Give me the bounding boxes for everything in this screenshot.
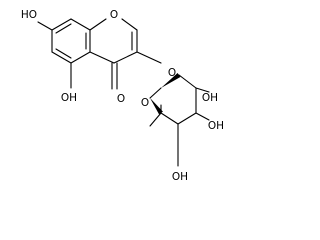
- chemical-structure-diagram: O HO OH O O O OH OH OH: [21, 9, 224, 183]
- atom-label-ring-oxygen-sugar: O: [141, 97, 149, 109]
- atom-label-hydroxyl-sugar-c4: OH: [172, 171, 188, 183]
- atom-label-glycosidic-oxygen: O: [168, 67, 176, 79]
- atom-label-hydroxyl-c5: OH: [61, 92, 77, 104]
- stereo-wedge-bonds: [150, 73, 181, 115]
- atom-label-hydroxyl-c7: HO: [21, 9, 37, 21]
- atom-label-carbonyl-oxygen: O: [117, 93, 125, 105]
- atom-label-ring-oxygen-chromone: O: [110, 9, 118, 21]
- bond-line: [89, 51, 115, 64]
- bond-line: [149, 87, 162, 99]
- bond-line: [89, 18, 107, 31]
- bond-lines: [37, 18, 210, 167]
- stereo-wedge-bond: [161, 73, 181, 88]
- bond-line: [37, 21, 53, 31]
- bond-line: [160, 112, 179, 125]
- bond-line: [149, 112, 162, 127]
- atom-label-hydroxyl-sugar-c3: OH: [208, 120, 224, 132]
- bond-line: [113, 51, 138, 64]
- bond-line: [195, 112, 210, 121]
- bond-line: [136, 51, 162, 64]
- bond-line: [195, 87, 210, 93]
- bond-line: [51, 51, 72, 64]
- bond-line: [70, 51, 91, 64]
- bond-line: [55, 48, 72, 59]
- bond-line: [121, 18, 138, 31]
- bond-line: [178, 74, 197, 89]
- bond-line: [55, 23, 72, 34]
- bond-line: [51, 18, 72, 31]
- molecule-drawing: O HO OH O O O OH OH OH: [21, 9, 224, 183]
- bond-line: [177, 112, 197, 125]
- stereo-wedge-bond: [150, 98, 163, 115]
- atom-label-hydroxyl-sugar-c2: OH: [202, 92, 218, 104]
- bond-line: [70, 18, 91, 31]
